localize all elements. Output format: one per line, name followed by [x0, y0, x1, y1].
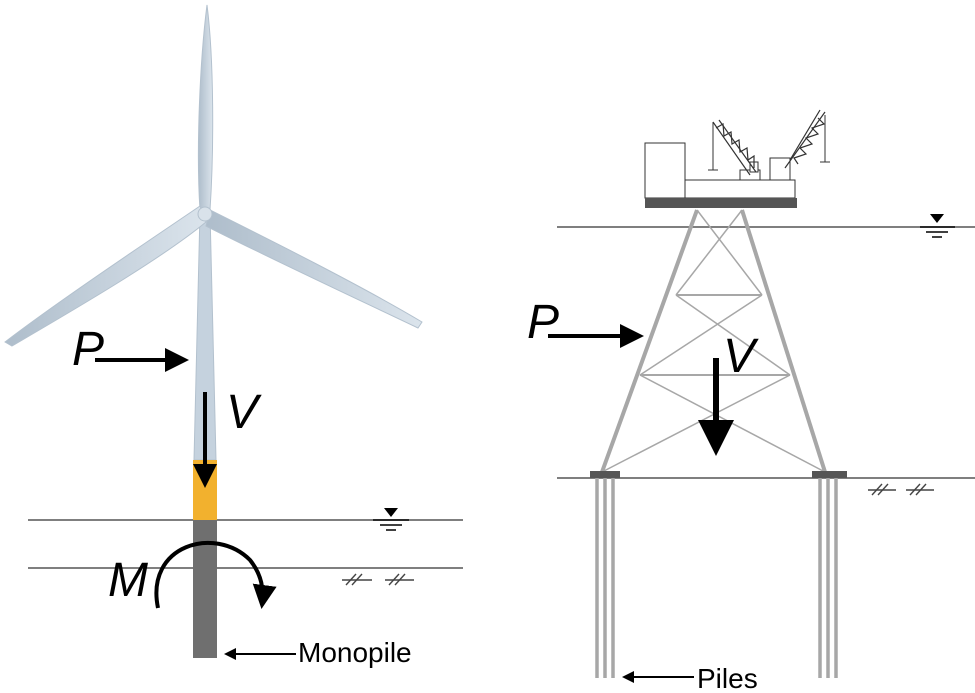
monopile-label: Monopile [298, 637, 412, 668]
soil-hatch-icon [342, 573, 414, 586]
piles-left [595, 478, 615, 678]
mudmat-right [812, 471, 847, 478]
piles-label: Piles [697, 663, 758, 693]
moment-m-arrow [154, 540, 277, 609]
crane-right [784, 109, 826, 169]
turbine-blade-top [197, 4, 214, 211]
piles-right [818, 478, 838, 678]
load-v-label-right: V [723, 330, 759, 383]
load-m-label: M [108, 554, 148, 607]
soil-hatch-icon-right [868, 483, 934, 496]
turbine-hub [197, 206, 213, 222]
monopile [193, 520, 217, 658]
monopile-turbine-figure: P V M Monopile [4, 4, 463, 668]
load-v-label-left: V [226, 386, 262, 439]
jacket-platform-figure: P V Piles [527, 109, 975, 693]
turbine-blade-left [4, 205, 207, 347]
deck-base [645, 198, 797, 208]
water-level-icon [373, 508, 409, 531]
crane-left [712, 119, 757, 176]
mudmat-left [590, 471, 620, 478]
load-p-label-left: P [72, 323, 104, 376]
water-level-icon-right [920, 214, 955, 238]
turbine-blade-right [205, 209, 423, 329]
load-p-label-right: P [527, 296, 559, 349]
jacket-structure [600, 209, 827, 473]
